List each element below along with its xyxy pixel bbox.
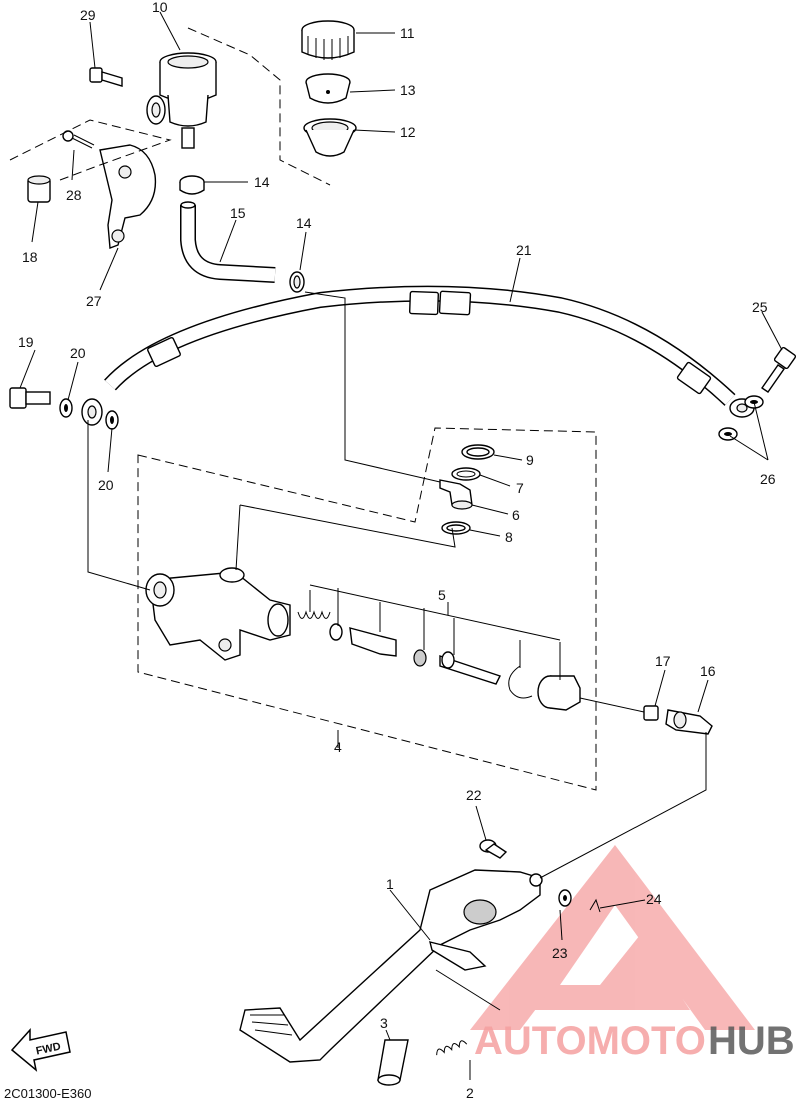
hose-clip-lower xyxy=(289,271,305,293)
brake-pedal xyxy=(239,869,543,1063)
group-box-4 xyxy=(137,427,597,791)
callout-labels: 1 2 3 4 5 6 7 8 9 10 11 12 13 14 14 15 1… xyxy=(18,0,776,1101)
bolt-29 xyxy=(89,67,123,87)
callout-16: 16 xyxy=(700,663,716,679)
watermark-logo xyxy=(470,845,755,1030)
callout-11: 11 xyxy=(400,25,415,41)
callout-17: 17 xyxy=(655,653,671,669)
reservoir-tank xyxy=(146,52,217,149)
callout-3: 3 xyxy=(380,1015,388,1031)
reservoir-cap xyxy=(301,20,355,60)
callout-10: 10 xyxy=(152,0,168,15)
callout-29: 29 xyxy=(80,7,96,23)
watermark-text-primary: AUTOMOTO xyxy=(474,1019,706,1063)
clevis-16 xyxy=(665,709,713,735)
gasket-20b xyxy=(105,410,119,430)
master-cylinder-body xyxy=(145,567,291,661)
oring-9 xyxy=(461,444,495,460)
callout-5: 5 xyxy=(438,587,446,603)
boot-kit xyxy=(537,675,581,711)
hose-clip-upper xyxy=(179,175,205,195)
callout-20a: 20 xyxy=(70,345,86,361)
callout-14a: 14 xyxy=(254,174,270,190)
leader-lines xyxy=(19,11,783,1080)
callout-26: 26 xyxy=(760,471,776,487)
brake-hose xyxy=(81,285,755,426)
callout-18: 18 xyxy=(22,249,38,265)
oring-8 xyxy=(441,521,471,535)
watermark-text: AUTOMOTO HUB xyxy=(474,1019,795,1063)
group-box-10 xyxy=(187,27,331,186)
callout-7: 7 xyxy=(516,480,524,496)
washer-23 xyxy=(558,889,572,907)
callout-9: 9 xyxy=(526,452,534,468)
callout-8: 8 xyxy=(505,529,513,545)
collar-3 xyxy=(377,1039,409,1086)
callout-15: 15 xyxy=(230,205,246,221)
callout-2: 2 xyxy=(466,1085,474,1101)
callout-12: 12 xyxy=(400,124,416,140)
fwd-label: FWD xyxy=(35,1041,62,1058)
fwd-arrow-icon: FWD xyxy=(10,1028,71,1072)
hose-joint-6 xyxy=(439,479,473,510)
callout-22: 22 xyxy=(466,787,482,803)
piston-kit xyxy=(297,610,501,685)
callout-28: 28 xyxy=(66,187,82,203)
callout-1: 1 xyxy=(386,876,394,892)
diaphragm xyxy=(303,118,357,157)
union-bolt-25 xyxy=(761,346,797,393)
callout-13: 13 xyxy=(400,82,416,98)
callout-25: 25 xyxy=(752,299,768,315)
spring-2 xyxy=(436,1040,468,1056)
locknut-17 xyxy=(643,705,659,721)
gasket-20a xyxy=(59,398,73,418)
collar-18 xyxy=(27,175,51,203)
pivot-bolt-22 xyxy=(479,839,508,859)
callout-19: 19 xyxy=(18,334,34,350)
callout-21: 21 xyxy=(516,242,532,258)
screw-28 xyxy=(62,130,95,149)
callout-23: 23 xyxy=(552,945,568,961)
callout-4: 4 xyxy=(334,739,342,755)
cotter-pin-24 xyxy=(589,898,601,913)
reservoir-bracket xyxy=(99,144,157,249)
reservoir-hose xyxy=(180,201,276,283)
circlip-7 xyxy=(451,467,481,481)
callout-6: 6 xyxy=(512,507,520,523)
circlip-kit xyxy=(508,665,533,699)
callout-20b: 20 xyxy=(98,477,114,493)
diaphragm-plate xyxy=(305,73,351,104)
drawing-code: 2C01300-E360 xyxy=(4,1086,91,1101)
connection-lines xyxy=(87,291,707,1011)
callout-14b: 14 xyxy=(296,215,312,231)
callout-24: 24 xyxy=(646,891,662,907)
callout-27: 27 xyxy=(86,293,102,309)
watermark-text-secondary: HUB xyxy=(708,1019,795,1063)
union-bolt-19 xyxy=(9,387,51,409)
group-box-18 xyxy=(9,119,172,181)
